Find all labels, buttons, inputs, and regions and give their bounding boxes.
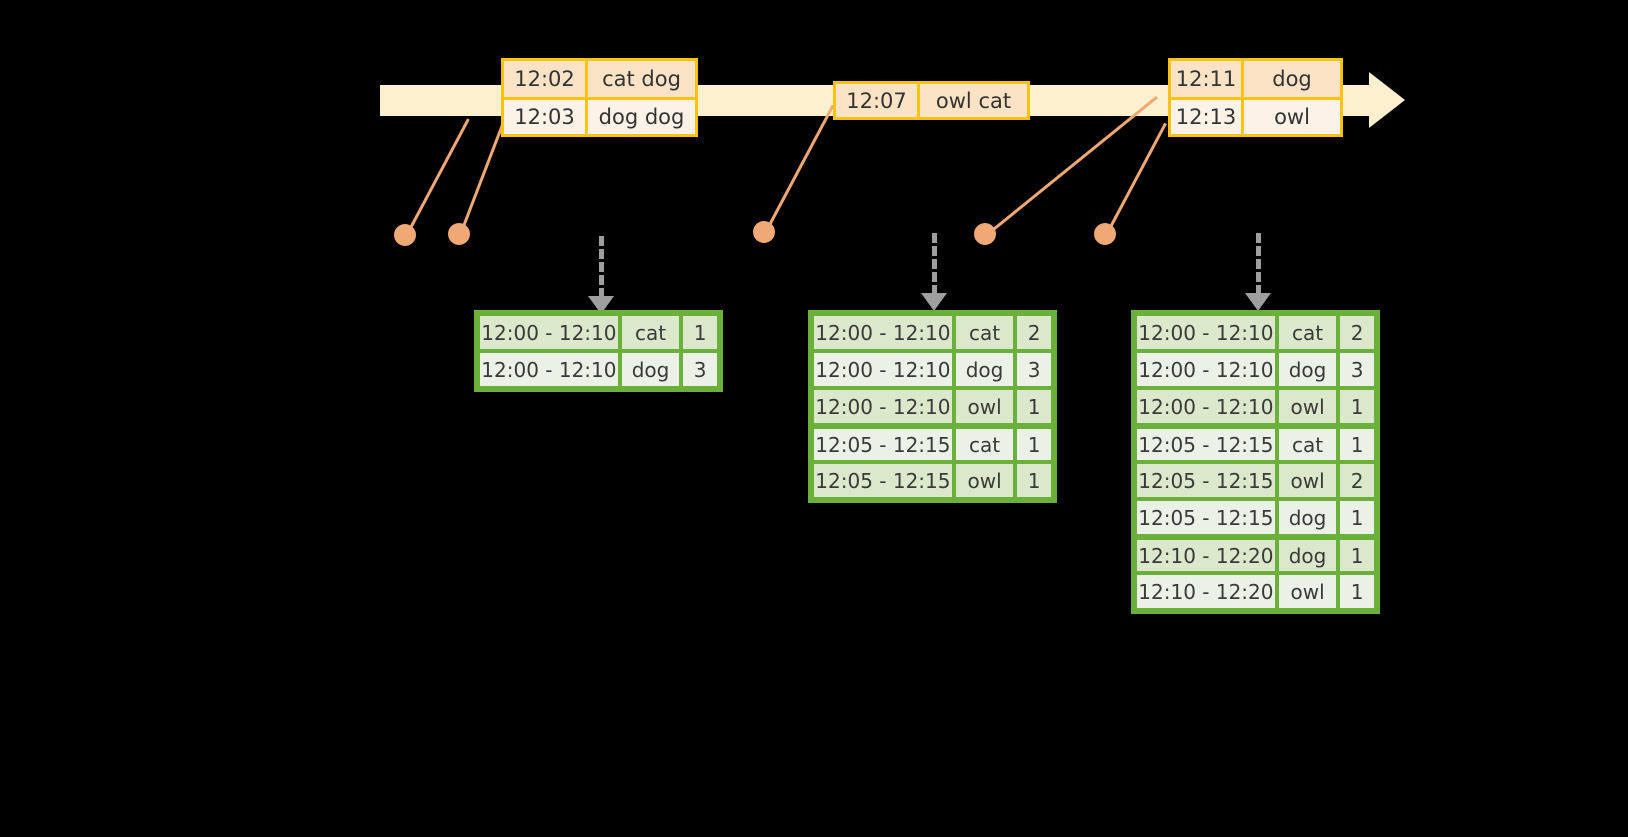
word-cell: owl [1276,462,1339,499]
flow-arrow-head-1 [588,296,614,314]
word-cell: cat [619,314,682,351]
window-cell: 12:00 - 12:10 [812,314,954,351]
count-cell: 2 [1338,462,1376,499]
connector-line-5 [1104,122,1167,237]
flow-arrow-head-3 [1245,293,1271,311]
event-time: 12:02 [504,61,588,97]
flow-arrow-head-2 [921,293,947,311]
connector-dot-3 [753,221,775,243]
window-cell: 12:00 - 12:10 [812,388,954,425]
count-cell: 1 [1338,536,1376,573]
word-cell: cat [953,314,1016,351]
connector-dot-1 [394,224,416,246]
count-cell: 3 [681,351,719,388]
event-time: 12:11 [1171,61,1244,97]
event-box-3[interactable]: 12:11 dog 12:13 owl [1168,58,1343,137]
count-cell: 1 [1338,573,1376,610]
timeline-arrowhead [1369,72,1405,128]
word-cell: dog [1276,351,1339,388]
count-cell: 1 [1015,388,1053,425]
window-cell: 12:05 - 12:15 [812,425,954,462]
flow-arrow-shaft-1 [599,236,604,298]
event-row: 12:11 dog [1171,61,1340,97]
connector-line-1 [404,118,470,238]
word-cell: cat [1276,425,1339,462]
count-cell: 3 [1338,351,1376,388]
word-cell: dog [953,351,1016,388]
word-cell: dog [619,351,682,388]
event-row: 12:02 cat dog [504,61,695,97]
count-cell: 2 [1338,314,1376,351]
window-cell: 12:10 - 12:20 [1135,573,1277,610]
word-cell: dog [1276,536,1339,573]
window-cell: 12:00 - 12:10 [478,351,620,388]
word-cell: owl [1276,388,1339,425]
count-cell: 2 [1015,314,1053,351]
connector-dot-4 [974,223,996,245]
event-time: 12:07 [836,84,920,117]
count-cell: 1 [1338,388,1376,425]
word-cell: cat [1276,314,1339,351]
count-cell: 3 [1015,351,1053,388]
count-cell: 1 [681,314,719,351]
count-cell: 1 [1338,499,1376,536]
connector-dot-5 [1094,223,1116,245]
window-cell: 12:00 - 12:10 [1135,388,1277,425]
event-payload: owl [1244,100,1340,134]
window-cell: 12:10 - 12:20 [1135,536,1277,573]
word-cell: cat [953,425,1016,462]
count-cell: 1 [1015,425,1053,462]
connector-dot-2 [448,223,470,245]
word-cell: owl [953,388,1016,425]
event-payload: dog dog [588,100,695,134]
connector-line-3 [763,104,835,235]
event-box-1[interactable]: 12:02 cat dog 12:03 dog dog [501,58,698,137]
window-cell: 12:05 - 12:15 [1135,425,1277,462]
event-row: 12:13 owl [1171,97,1340,134]
window-cell: 12:05 - 12:15 [812,462,954,499]
window-cell: 12:00 - 12:10 [1135,351,1277,388]
window-cell: 12:00 - 12:10 [478,314,620,351]
word-cell: dog [1276,499,1339,536]
word-cell: owl [953,462,1016,499]
window-cell: 12:05 - 12:15 [1135,499,1277,536]
window-cell: 12:00 - 12:10 [1135,314,1277,351]
event-row: 12:07 owl cat [836,84,1027,117]
flow-arrow-shaft-2 [932,233,937,295]
connector-line-2 [458,122,505,237]
event-time: 12:03 [504,100,588,134]
window-cell: 12:05 - 12:15 [1135,462,1277,499]
flow-arrow-shaft-3 [1256,233,1261,295]
window-cell: 12:00 - 12:10 [812,351,954,388]
count-cell: 1 [1015,462,1053,499]
event-row: 12:03 dog dog [504,97,695,134]
count-cell: 1 [1338,425,1376,462]
event-box-2[interactable]: 12:07 owl cat [833,81,1030,120]
event-payload: dog [1244,61,1340,97]
word-cell: owl [1276,573,1339,610]
event-payload: owl cat [920,84,1027,117]
event-time: 12:13 [1171,100,1244,134]
event-payload: cat dog [588,61,695,97]
